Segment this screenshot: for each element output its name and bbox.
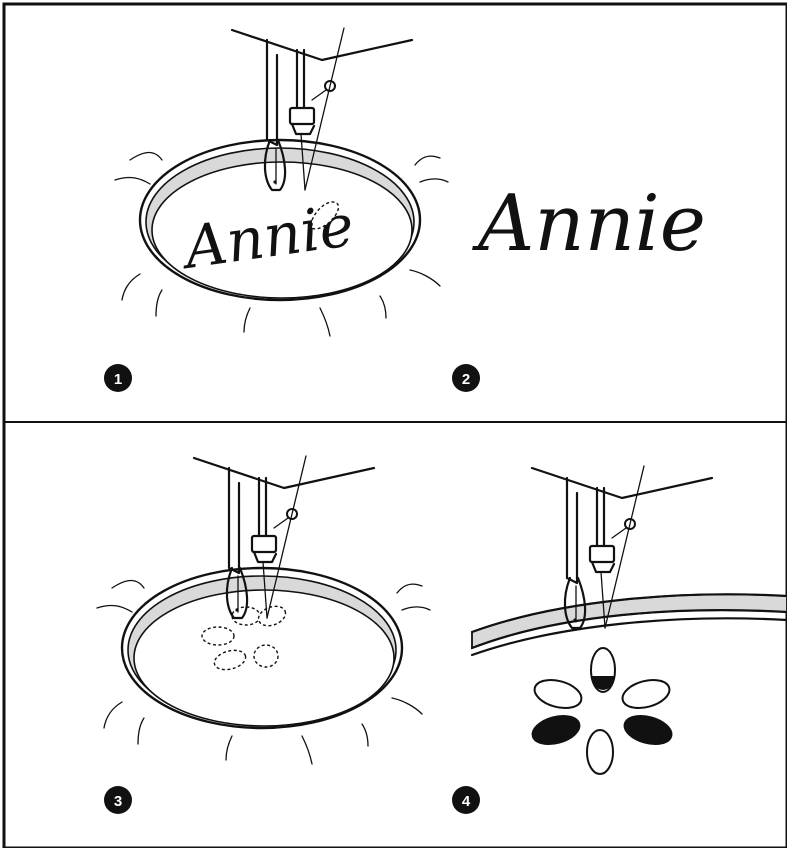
panel-3-hoop-with-flower-outline [97,456,430,764]
step-number-2: 2 [462,371,470,388]
panel-2-finished-name: Annie [472,179,706,269]
panel-4-flower-being-filled [472,466,787,774]
panel-1-hoop-with-partial-name: Annie [115,28,448,336]
step-number-4: 4 [462,793,471,810]
finished-name-text: Annie [472,179,706,269]
flower-petals [529,648,674,774]
outer-frame [4,4,787,848]
step-number-1: 1 [114,371,122,388]
step-number-3: 3 [114,793,122,810]
